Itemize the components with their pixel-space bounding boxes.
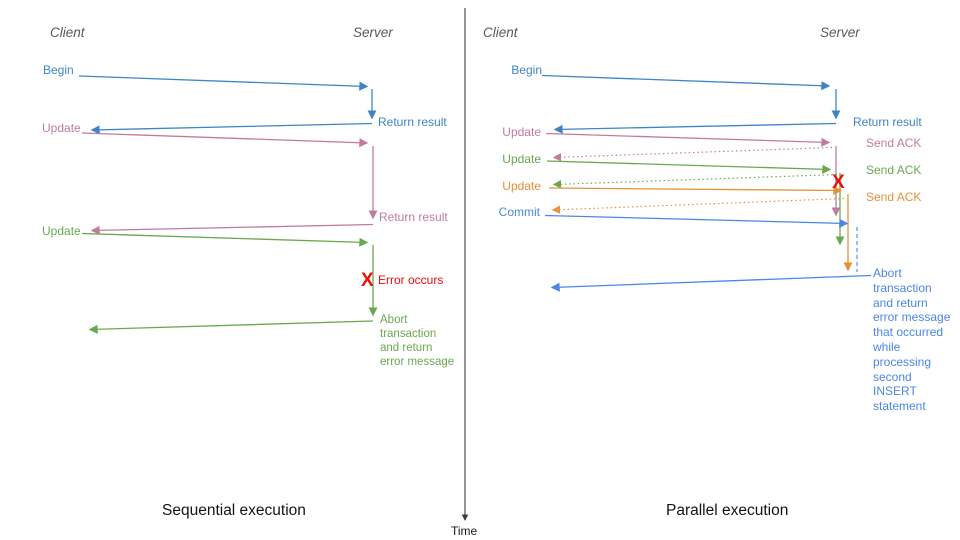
seq-begin-request-arrow [78,75,369,91]
seq-return-result-1-arrow [90,122,373,135]
seq-return-result-1-label: Return result [378,115,447,129]
par-send-ack-1-label: Send ACK [866,136,922,150]
seq-update2-request-arrow [81,232,369,247]
seq-server-header: Server [353,25,393,40]
seq-return-result-2-arrow [90,223,374,235]
par-update2-request-arrow [546,160,832,174]
par-return-result-arrow [553,122,837,134]
seq-update-1-label: Update [42,121,81,135]
seq-return-result-2-label: Return result [379,210,448,224]
par-begin-request-arrow [541,74,831,91]
par-server-header: Server [820,25,860,40]
seq-error-x-icon: X [361,270,374,291]
par-begin-label: Begin [511,63,542,77]
par-commit-request-arrow [544,214,849,228]
seq-abort-note: Abort transaction and return error messa… [380,314,455,368]
time-axis-label: Time [451,524,478,538]
par-abort-note: Abort transaction and return error messa… [873,266,951,414]
seq-client-header: Client [50,25,85,40]
par-error-x-icon: X [832,172,845,193]
seq-update1-request-arrow [81,132,369,148]
par-panel-title: Parallel execution [666,502,789,519]
par-update-3-label: Update [502,178,541,193]
par-client-header: Client [483,25,518,40]
par-return-result-label: Return result [853,115,922,129]
seq-panel-title: Sequential execution [162,502,306,519]
parallel-panel-arrows [541,74,872,292]
par-abort-return-arrow [550,274,872,292]
seq-update-2-label: Update [42,224,81,238]
par-commit-label: Commit [498,205,540,219]
par-update3-request-arrow [548,185,843,195]
seq-abort-return-arrow [88,320,374,334]
par-update1-request-arrow [545,132,831,147]
par-update-2-label: Update [502,151,541,166]
seq-begin-label: Begin [43,63,74,77]
sequential-panel-arrows [78,75,378,334]
par-send-ack-3-label: Send ACK [866,189,922,204]
par-update-1-label: Update [502,125,541,139]
par-send-ack3-dotted-arrow [551,197,845,214]
par-send-ack1-dotted-arrow [552,146,833,162]
seq-error-occurs-label: Error occurs [378,273,444,287]
par-send-ack2-dotted-arrow [552,173,838,189]
par-send-ack-2-label: Send ACK [866,163,922,177]
